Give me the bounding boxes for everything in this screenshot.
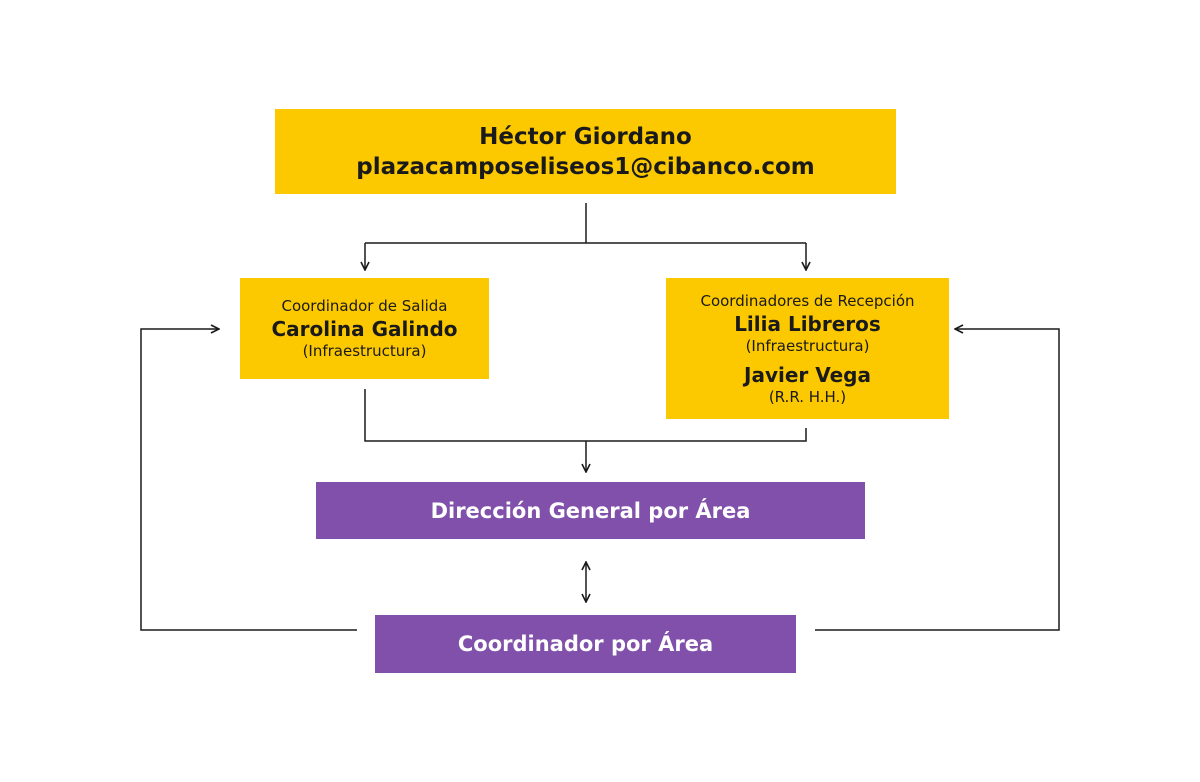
node-recepcion-dept1: (Infraestructura) <box>745 336 870 355</box>
node-coordinador-area: Coordinador por Área <box>375 615 796 673</box>
node-direccion-general: Dirección General por Área <box>316 482 865 539</box>
node-recepcion-role: Coordinadores de Recepción <box>700 291 915 310</box>
node-recepcion-dept2: (R.R. H.H.) <box>768 387 847 406</box>
loop-left-to-salida <box>140 329 357 631</box>
node-recepcion-person2: Javier Vega <box>744 362 871 387</box>
node-top-email: plazacamposeliseos1@cibanco.com <box>356 153 815 180</box>
node-hector-giordano: Héctor Giordano plazacamposeliseos1@ciba… <box>275 109 896 194</box>
node-coordinadores-recepcion: Coordinadores de Recepción Lilia Librero… <box>666 278 949 419</box>
node-coordinador-salida: Coordinador de Salida Carolina Galindo (… <box>240 278 489 379</box>
node-recepcion-person1: Lilia Libreros <box>734 311 881 336</box>
node-direccion-label: Dirección General por Área <box>430 498 751 523</box>
node-salida-person: Carolina Galindo <box>271 317 458 341</box>
loop-right-to-recepcion <box>815 329 1060 631</box>
node-salida-dept: (Infraestructura) <box>302 342 427 360</box>
node-top-name: Héctor Giordano <box>479 123 692 150</box>
node-coordinador-label: Coordinador por Área <box>457 632 714 656</box>
node-salida-role: Coordinador de Salida <box>281 297 448 315</box>
